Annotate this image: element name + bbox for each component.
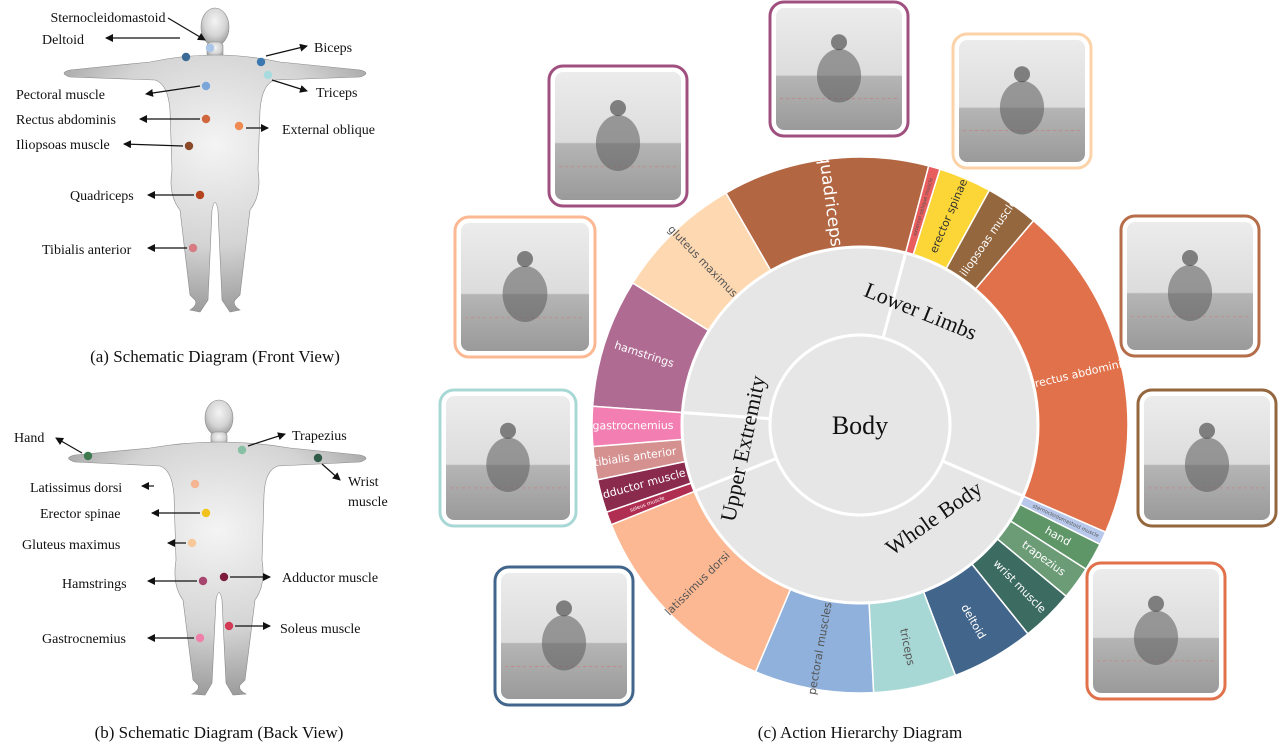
back-latissimus-dorsi-marker: [190, 479, 200, 489]
front-rectus-abdominis-marker: [201, 114, 211, 124]
center-label: Body: [832, 411, 888, 440]
back-wrist-muscle-label-line-2: muscle: [348, 495, 388, 510]
front-triceps-arrow: [271, 79, 308, 93]
segment-gastrocnemius-label: gastrocnemius: [592, 419, 673, 432]
front-pectoral-muscle-label: Pectoral muscle: [16, 88, 105, 103]
back-gastrocnemius-marker: [195, 633, 205, 643]
front-triceps-marker: [263, 70, 273, 80]
front-deltoid-label: Deltoid: [42, 33, 84, 48]
photo-deltoid: [493, 565, 635, 707]
back-adductor-muscle-marker: [219, 572, 229, 582]
back-wrist-muscle-arrow: [321, 463, 341, 481]
back-hand-label: Hand: [14, 431, 44, 446]
back-trapezius-label: Trapezius: [292, 429, 347, 444]
front-biceps-label: Biceps: [314, 41, 352, 56]
photo-quadriceps: [1119, 214, 1261, 358]
back-erector-spinae-marker: [201, 508, 211, 518]
photo-thumbnails: [438, 0, 1278, 707]
back-soleus-muscle-label: Soleus muscle: [280, 622, 361, 637]
front-pectoral-muscle-arrow: [145, 85, 201, 97]
photo-triceps-head: [500, 422, 516, 439]
photo-iliopsoas-muscle-head: [1199, 422, 1215, 439]
photo-gastrocnemius-person: [595, 115, 641, 171]
photo-latissimus-dorsi-head: [517, 251, 533, 267]
back-adductor-muscle-label: Adductor muscle: [282, 571, 378, 586]
back-caption: (b) Schematic Diagram (Back View): [95, 723, 344, 742]
front-quadriceps-marker: [195, 190, 205, 200]
back-erector-spinae-label: Erector spinae: [40, 507, 120, 522]
front-sternocleidomastoid-label: Sternocleidomastoid: [50, 11, 165, 26]
photo-iliopsoas-muscle: [1136, 388, 1278, 528]
back-wrist-muscle-marker: [313, 453, 323, 463]
front-markers: SternocleidomastoidDeltoidBicepsPectoral…: [16, 11, 375, 258]
front-biceps-arrow: [265, 43, 308, 57]
front-view-panel: SternocleidomastoidDeltoidBicepsPectoral…: [16, 7, 375, 366]
back-hamstrings-marker: [198, 576, 208, 586]
photo-deltoid-person: [541, 615, 587, 671]
front-caption: (a) Schematic Diagram (Front View): [90, 347, 340, 366]
back-trapezius-marker: [237, 445, 247, 455]
photo-triceps-person: [486, 437, 530, 492]
front-deltoid-marker: [181, 52, 191, 62]
photo-gastrocnemius: [547, 64, 689, 208]
back-hand-marker: [83, 451, 93, 461]
photo-rectus-abdominis-person: [1133, 610, 1179, 665]
photo-triceps: [438, 388, 578, 528]
sunburst-inner-ring: [680, 245, 1040, 605]
photo-rectus-abdominis-head: [1148, 595, 1164, 612]
back-latissimus-dorsi-label: Latissimus dorsi: [30, 481, 122, 496]
front-iliopsoas-muscle-marker: [184, 141, 194, 151]
front-rectus-abdominis-label: Rectus abdominis: [16, 113, 116, 128]
photo-gluteus-maximus-head: [1014, 66, 1030, 83]
photo-hamstrings-person: [816, 48, 862, 103]
hierarchy-caption: (c) Action Hierarchy Diagram: [758, 723, 962, 742]
back-hamstrings-label: Hamstrings: [62, 577, 127, 592]
front-body-figure: [63, 7, 367, 313]
front-iliopsoas-muscle-label: Iliopsoas muscle: [16, 138, 110, 153]
front-external-oblique-marker: [234, 121, 244, 131]
photo-hamstrings: [768, 0, 910, 138]
back-gluteus-maximus-marker: [187, 538, 197, 548]
front-sternocleidomastoid-arrow: [167, 17, 206, 41]
front-pectoral-muscle-marker: [201, 81, 211, 91]
front-tibialis-anterior-marker: [188, 243, 198, 253]
photo-gluteus-maximus-person: [999, 80, 1045, 135]
front-quadriceps-label: Quadriceps: [70, 189, 134, 204]
front-external-oblique-label: External oblique: [282, 123, 375, 138]
back-soleus-muscle-marker: [224, 621, 234, 631]
photo-rectus-abdominis: [1085, 561, 1227, 701]
front-tibialis-anterior-label: Tibialis anterior: [42, 243, 132, 258]
back-gluteus-maximus-label: Gluteus maximus: [22, 538, 120, 553]
front-sternocleidomastoid-marker: [205, 43, 215, 53]
front-biceps-marker: [256, 57, 266, 67]
photo-deltoid-head: [556, 600, 572, 617]
back-wrist-muscle-label-line-1: Wrist: [348, 475, 379, 490]
photo-quadriceps-person: [1167, 265, 1213, 321]
photo-hamstrings-head: [831, 34, 847, 51]
front-iliopsoas-muscle-arrow: [123, 140, 184, 149]
sunburst-center: [768, 333, 952, 517]
back-trapezius-arrow: [247, 432, 286, 447]
back-gastrocnemius-label: Gastrocnemius: [42, 632, 126, 647]
photo-latissimus-dorsi: [453, 215, 597, 359]
photo-gluteus-maximus: [951, 32, 1093, 170]
photo-iliopsoas-muscle-person: [1184, 437, 1230, 492]
photo-latissimus-dorsi-person: [502, 266, 548, 322]
front-triceps-label: Triceps: [316, 86, 358, 101]
back-hand-arrow: [55, 437, 83, 454]
photo-gastrocnemius-head: [610, 100, 626, 116]
back-body-figure: [68, 399, 367, 696]
photo-quadriceps-head: [1182, 250, 1198, 266]
